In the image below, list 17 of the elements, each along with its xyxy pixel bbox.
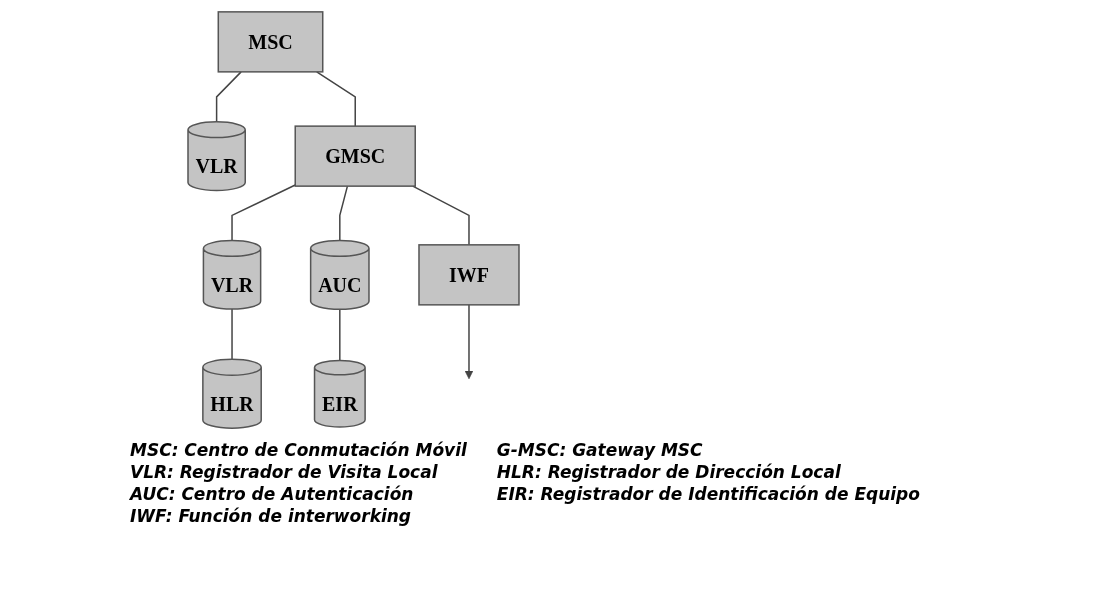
legend-text: G-MSC: Gateway MSC (496, 440, 704, 460)
node-box: MSC (217, 11, 324, 73)
arrow (464, 304, 474, 380)
legend-text: IWF: Función de interworking (130, 506, 413, 526)
legend-text: VLR: Registrador de Visita Local (130, 462, 439, 482)
connector (231, 308, 233, 360)
connector (412, 185, 470, 246)
legend-text: EIR: Registrador de Identificación de Equipo (496, 484, 920, 504)
connector (215, 71, 242, 123)
legend-text: MSC: Centro de Conmutación Móvil (130, 440, 467, 460)
connector (339, 308, 341, 362)
node-box: GMSC (294, 125, 416, 187)
connector (339, 185, 349, 242)
legend-text: AUC: Centro de Autenticación (130, 484, 415, 504)
node-box: IWF (418, 244, 520, 306)
connector (231, 184, 296, 242)
legend-text: HLR: Registrador de Dirección Local (496, 462, 842, 482)
